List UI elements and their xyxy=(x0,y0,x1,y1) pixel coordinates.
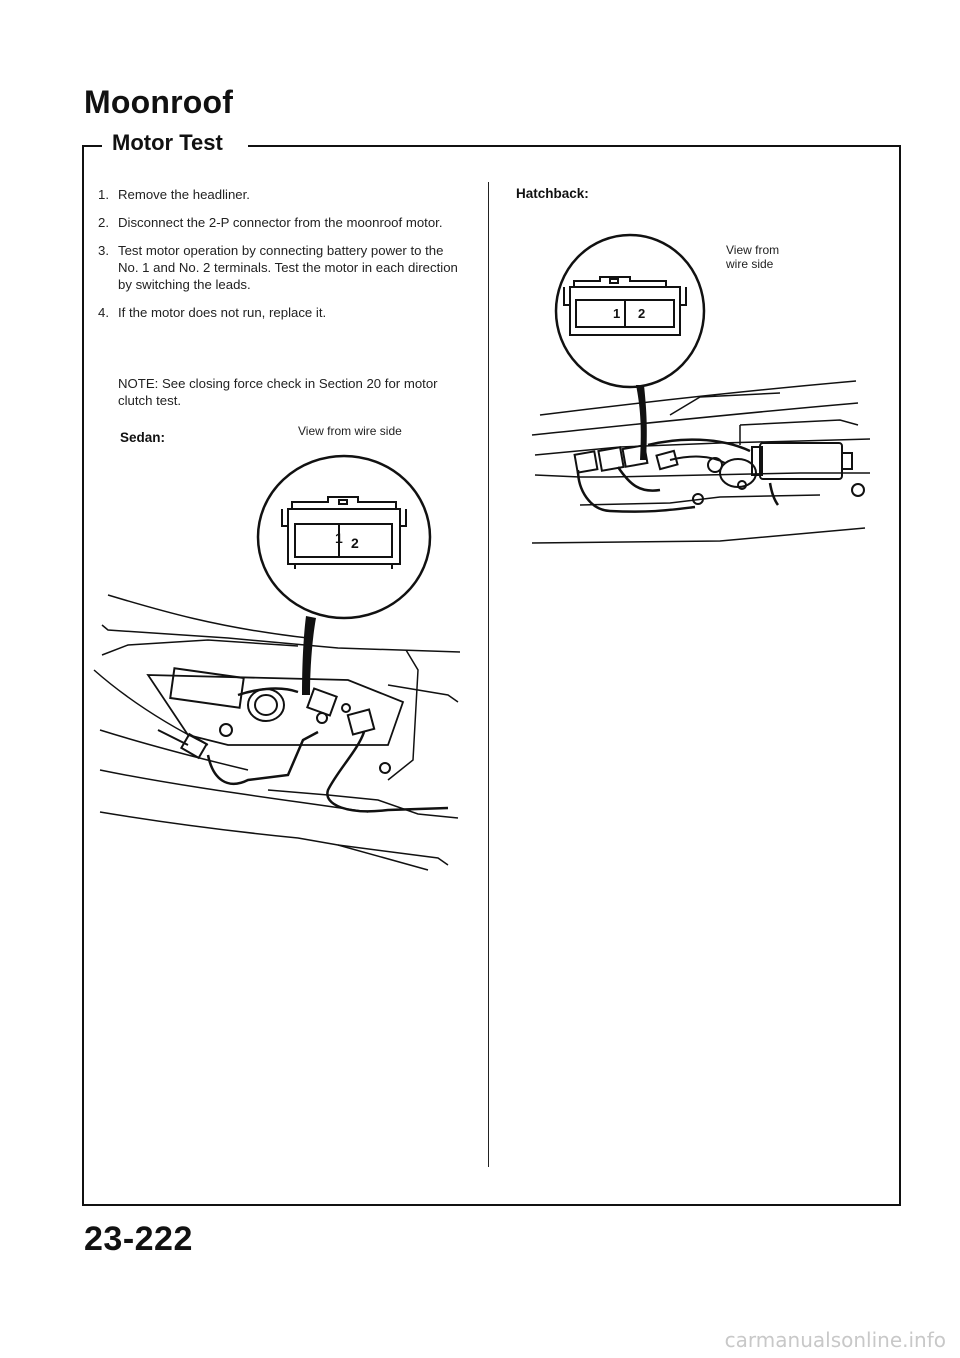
sedan-connector-icon xyxy=(281,496,407,569)
hatchback-motor xyxy=(692,442,865,505)
hatchback-view-label-line2: wire side xyxy=(726,257,774,271)
page-number: 23-222 xyxy=(84,1220,193,1258)
sedan-connector-parts xyxy=(179,687,376,760)
frame-top-rule-left xyxy=(82,145,102,147)
note-text: NOTE: See closing force check in Section… xyxy=(118,376,438,408)
hatchback-view-label-line1: View from xyxy=(726,243,780,257)
step-item: 3. Test motor operation by connecting ba… xyxy=(98,242,464,293)
hatchback-connector-parts xyxy=(573,444,679,474)
step-text: Remove the headliner. xyxy=(118,187,250,202)
hatchback-terminal-2: 2 xyxy=(638,306,645,321)
step-number: 4. xyxy=(98,305,109,320)
hatchback-terminal-1: 1 xyxy=(613,306,620,321)
page-title: Moonroof xyxy=(84,84,234,120)
frame-top-rule-right xyxy=(248,145,899,147)
hatchback-callout-circle xyxy=(554,233,706,389)
step-item: 4. If the motor does not run, replace it… xyxy=(98,304,464,321)
hatchback-callout-leader xyxy=(636,385,647,460)
sedan-label: Sedan: xyxy=(120,430,166,445)
step-text: Disconnect the 2-P connector from the mo… xyxy=(118,215,443,230)
step-item: 1. Remove the headliner. xyxy=(98,186,464,203)
step-number: 2. xyxy=(98,215,109,230)
sedan-callout-circle xyxy=(256,454,432,620)
hatchback-motor-illustration: 1 2 xyxy=(531,233,871,544)
watermark[interactable]: carmanualsonline.info xyxy=(724,1328,946,1352)
column-divider xyxy=(488,182,489,1167)
content-frame xyxy=(82,145,901,1206)
sedan-terminal-2: 2 xyxy=(351,535,359,551)
hatchback-label: Hatchback: xyxy=(516,186,589,201)
step-item: 2. Disconnect the 2-P connector from the… xyxy=(98,214,464,231)
section-title: Motor Test xyxy=(112,130,223,155)
step-number: 1. xyxy=(98,187,109,202)
step-number: 3. xyxy=(98,243,109,258)
sedan-terminal-1: 1 xyxy=(335,530,343,546)
procedure-steps: 1. Remove the headliner. 2. Disconnect t… xyxy=(98,186,464,332)
sedan-callout-leader xyxy=(302,616,316,695)
step-text: If the motor does not run, replace it. xyxy=(118,305,327,320)
sedan-view-label: View from wire side xyxy=(298,424,402,438)
hatchback-connector-icon xyxy=(563,276,687,336)
sedan-motor-illustration: 1 2 xyxy=(93,454,461,871)
step-text: Test motor operation by connecting batte… xyxy=(118,243,458,292)
